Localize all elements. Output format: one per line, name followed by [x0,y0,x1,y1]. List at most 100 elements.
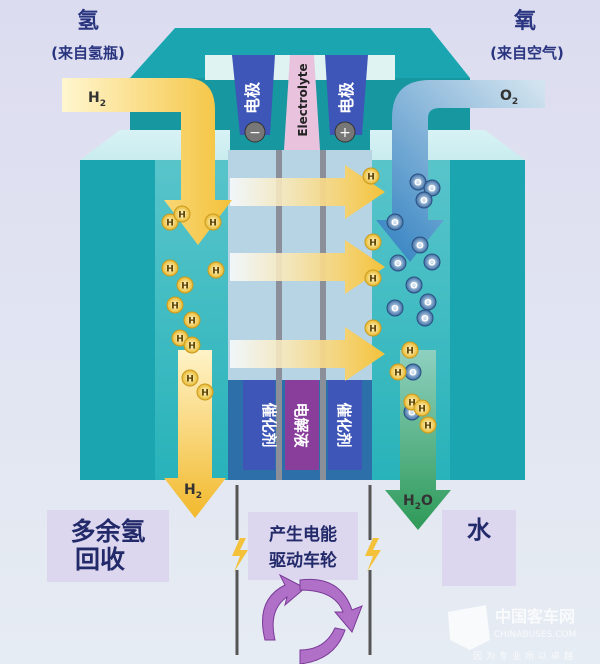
oxygen-atom-label: O [420,197,428,207]
hydrogen-atom-label: H [209,219,217,229]
catalyst-right [328,380,362,470]
hydrogen-atom [389,363,407,381]
power-box [248,512,358,580]
proton-arrow [230,327,385,381]
oxygen-atom-label: O [424,299,432,309]
left-plate-front [80,160,155,480]
h2-outlet-label: H2 [184,482,202,501]
hydrogen-atom [401,341,419,359]
hydrogen-atom-label: H [188,342,196,352]
lightning-icon [365,538,381,572]
o2-inlet-label: O2 [500,88,518,107]
hydrogen-atom [161,213,179,231]
catalyst-left [243,380,275,470]
catalyst-right-label: 催化剂 [335,402,353,447]
hydrogen-atom [419,416,437,434]
watermark-name: 中国客车网 [495,607,575,626]
oxygen-atom-label: O [416,242,424,252]
cycle-arrows-icon [262,573,363,664]
oxygen-atom-label: O [391,219,399,229]
hydrogen-source: (来自氢瓶) [51,44,125,62]
hydrogen-atom [204,213,222,231]
h2o-outlet-label: H2O [403,493,433,512]
hydrogen-atom-label: H [181,282,189,292]
oxygen-atom-label: O [428,259,436,269]
oxygen-atom [411,236,429,254]
hydrogen-atom-label: H [424,422,432,432]
electrolyte-liquid [285,380,319,470]
watermark-slogan: 因为专业所以卓越 [473,650,577,662]
lightning-icon [232,538,248,572]
hydrogen-atom-label: H [369,325,377,335]
hydrogen-atom [183,311,201,329]
watermark-domain: CHINABUSES.COM [494,630,576,640]
oxygen-atom-label: O [409,369,417,379]
positive-terminal-icon [334,121,356,143]
watermark-logo-icon [448,605,490,650]
oxygen-atom [423,179,441,197]
hydrogen-atom-label: H [394,369,402,379]
electrode-left [232,55,275,135]
h2-inlet-label: H2 [88,90,106,109]
watermark: 中国客车网 CHINABUSES.COM 因为专业所以卓越 [448,605,577,662]
oxygen-atom-label: O [414,179,422,189]
hydrogen-atom-label: H [166,219,174,229]
oxygen-atom [389,254,407,272]
oxygen-atom-label: O [408,409,416,419]
oxygen-atom [415,191,433,209]
svg-text:−: − [249,125,261,141]
water-label: 水 [467,516,492,544]
hydrogen-atom-label: H [406,347,414,357]
hydrogen-atom [183,336,201,354]
hydrogen-atom-label: H [369,239,377,249]
hydrogen-atom-label: H [178,211,186,221]
hydrogen-atom-label: H [408,399,416,409]
hydrogen-atom [364,319,382,337]
svg-text:+: + [339,125,351,141]
hydrogen-atom [166,296,184,314]
oxygen-atom [386,299,404,317]
hydrogen-atom-label: H [188,317,196,327]
power-line2: 驱动车轮 [269,550,337,571]
hydrogen-atom-label: H [201,389,209,399]
oxygen-atom [419,293,437,311]
proton-arrow [230,165,385,219]
oxygen-atom-label: O [394,260,402,270]
oxygen-inlet-arrow [376,80,545,262]
oxygen-atom [423,253,441,271]
hydrogen-atom [161,259,179,277]
hydrogen-atom-label: H [171,302,179,312]
electrolyte-strip [284,55,320,150]
hydrogen-atom [196,383,214,401]
catalyst-left-label: 催化剂 [260,402,278,447]
hydrogen-atom [207,261,225,279]
hydrogen-inlet-arrow [62,78,232,245]
oxygen-atom-label: O [410,282,418,292]
right-plate-front [450,160,525,480]
electrode-right [325,55,368,135]
water-arrow [385,350,451,530]
excess-hydrogen-line1: 多余氢 [70,517,145,546]
hydrogen-title: 氢 [77,8,99,34]
hydrogen-atom [364,269,382,287]
hydrogen-atom-label: H [369,275,377,285]
oxygen-source: (来自空气) [490,44,564,62]
electrode-right-label: 电极 [337,81,356,114]
hydrogen-atom [413,399,431,417]
electrode-left-label: 电极 [243,81,262,114]
proton-arrows [230,165,385,381]
hydrogen-atom [176,276,194,294]
hydrogen-atom-label: H [166,265,174,275]
excess-hydrogen-line2: 回收 [75,545,125,574]
hydrogen-atom [362,167,380,185]
oxygen-atom-label: O [428,185,436,195]
oxygen-atom [405,276,423,294]
oxygen-atom-label: O [421,315,429,325]
hydrogen-atom-label: H [212,267,220,277]
hydrogen-atom [173,205,191,223]
water-box [442,510,516,586]
electrolyte-liquid-label: 电解液 [292,402,310,448]
hydrogen-atom [181,369,199,387]
